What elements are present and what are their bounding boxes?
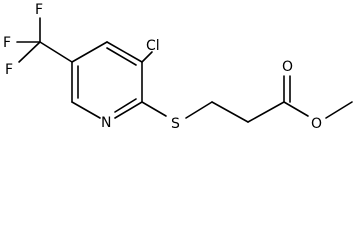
bond-cf3-f-bottom — [18, 41, 41, 63]
bond-ch2-carbonyl — [247, 101, 285, 123]
bond-c4-c5 — [71, 41, 108, 63]
bond-c2-s — [141, 101, 167, 117]
chemical-structure: Cl F F F N S O O — [3, 2, 353, 132]
fluorine-label-top: F — [35, 2, 43, 18]
bond-n-c2 — [114, 101, 143, 119]
bond-ch2-ch2 — [211, 101, 249, 123]
bond-n-c2-inner — [114, 98, 137, 113]
fluorine-label-bottom: F — [5, 62, 13, 78]
methyl-ester-group: O O — [282, 59, 353, 132]
bond-c-o-single — [283, 101, 309, 117]
bond-s-ch2 — [185, 101, 213, 119]
bond-c5-cf3 — [39, 41, 73, 63]
bond-c6-n — [71, 101, 101, 119]
ester-oxygen-label: O — [311, 116, 322, 132]
carbonyl-oxygen-label: O — [282, 59, 293, 75]
bond-c3-cl — [141, 51, 153, 63]
bond-o-methyl — [325, 101, 353, 119]
bond-c3-c4 — [106, 41, 143, 63]
sulfur-label: S — [171, 116, 180, 132]
fluorine-label-left: F — [3, 35, 11, 51]
trifluoromethyl-group: F F F — [3, 2, 73, 78]
chlorine-label: Cl — [146, 38, 160, 54]
bond-c3-c4-inner — [106, 47, 137, 66]
nitrogen-label: N — [101, 115, 111, 131]
pyridine-ring — [71, 41, 143, 119]
thioether-propanoate-chain: S — [141, 101, 285, 132]
